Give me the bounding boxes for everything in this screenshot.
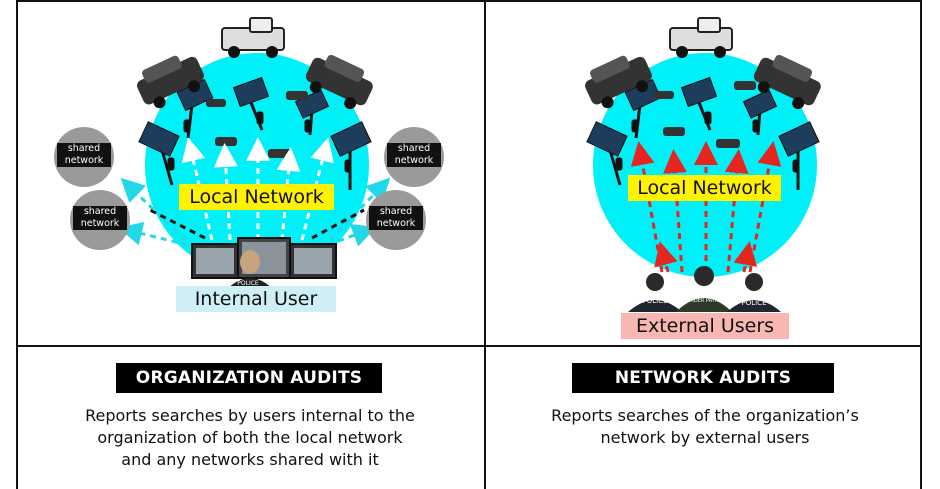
- organization-audits-heading: ORGANIZATION AUDITS: [116, 363, 382, 393]
- description-line: Reports searches of the organization’s: [551, 406, 859, 425]
- car-icon: [734, 81, 756, 90]
- shared-network-circle: shared network: [366, 190, 426, 250]
- officer-icon: [628, 273, 682, 312]
- truck-icon: [669, 17, 733, 58]
- person-head-icon: [240, 250, 260, 274]
- shared-network-label: shared network: [369, 206, 423, 230]
- truck-icon: [221, 17, 285, 58]
- network-audits-description: Reports searches of the organization’s n…: [500, 405, 910, 449]
- car-icon: [716, 139, 740, 148]
- camera-icon: [232, 76, 270, 131]
- internal-user-label: Internal User: [176, 286, 336, 312]
- internal-user-workstation: [191, 237, 337, 290]
- officer-badge-3: POLICE: [741, 299, 766, 307]
- camera-icon: [742, 89, 778, 136]
- officer-badge-2: BORDER PATROL: [683, 298, 725, 304]
- external-users-group: POLICE BORDER PATROL POLICE: [628, 266, 781, 312]
- shared-network-circle: shared network: [70, 190, 130, 250]
- officer-badge-1: POLICE: [642, 297, 667, 305]
- network-audits-heading: NETWORK AUDITS: [572, 363, 834, 393]
- shared-network-circle: shared network: [384, 127, 444, 187]
- car-icon: [585, 55, 652, 109]
- organization-audits-description: Reports searches by users internal to th…: [40, 405, 460, 471]
- row-divider: [16, 345, 922, 347]
- shared-search-arrows: [118, 177, 391, 247]
- camera-icon: [624, 78, 662, 139]
- description-line: network by external users: [600, 428, 810, 447]
- right-border: [920, 0, 922, 489]
- car-icon: [753, 54, 821, 110]
- left-border: [16, 0, 18, 489]
- car-icon: [663, 127, 685, 136]
- car-icon: [654, 91, 674, 99]
- car-icon: [286, 91, 308, 100]
- right-camera-group: [586, 76, 820, 190]
- shared-network-label: shared network: [73, 206, 127, 230]
- external-users-label: External Users: [621, 313, 789, 339]
- car-icon: [206, 99, 226, 107]
- car-icon: [305, 54, 373, 110]
- camera-icon: [680, 76, 718, 131]
- external-search-arrows: [630, 141, 782, 273]
- left-network-label: Local Network: [179, 184, 334, 210]
- shared-network-circle: shared network: [54, 127, 114, 187]
- internal-user-badge: POLICE: [237, 280, 259, 287]
- camera-icon: [294, 89, 330, 136]
- right-vehicle-group: [585, 17, 821, 148]
- car-icon: [215, 137, 237, 146]
- car-icon: [268, 149, 292, 158]
- camera-icon: [138, 121, 180, 186]
- top-border: [16, 0, 922, 2]
- officer-icon: [676, 266, 732, 312]
- camera-icon: [778, 121, 820, 190]
- description-line: Reports searches by users internal to th…: [85, 406, 415, 425]
- description-line: and any networks shared with it: [121, 450, 379, 469]
- officer-icon: [727, 273, 781, 312]
- center-divider: [484, 0, 486, 489]
- camera-icon: [330, 121, 372, 190]
- car-icon: [137, 55, 204, 109]
- shared-network-label: shared network: [57, 143, 111, 167]
- camera-icon: [586, 121, 628, 186]
- right-network-label: Local Network: [628, 175, 781, 201]
- shared-network-label: shared network: [387, 143, 441, 167]
- description-line: organization of both the local network: [97, 428, 403, 447]
